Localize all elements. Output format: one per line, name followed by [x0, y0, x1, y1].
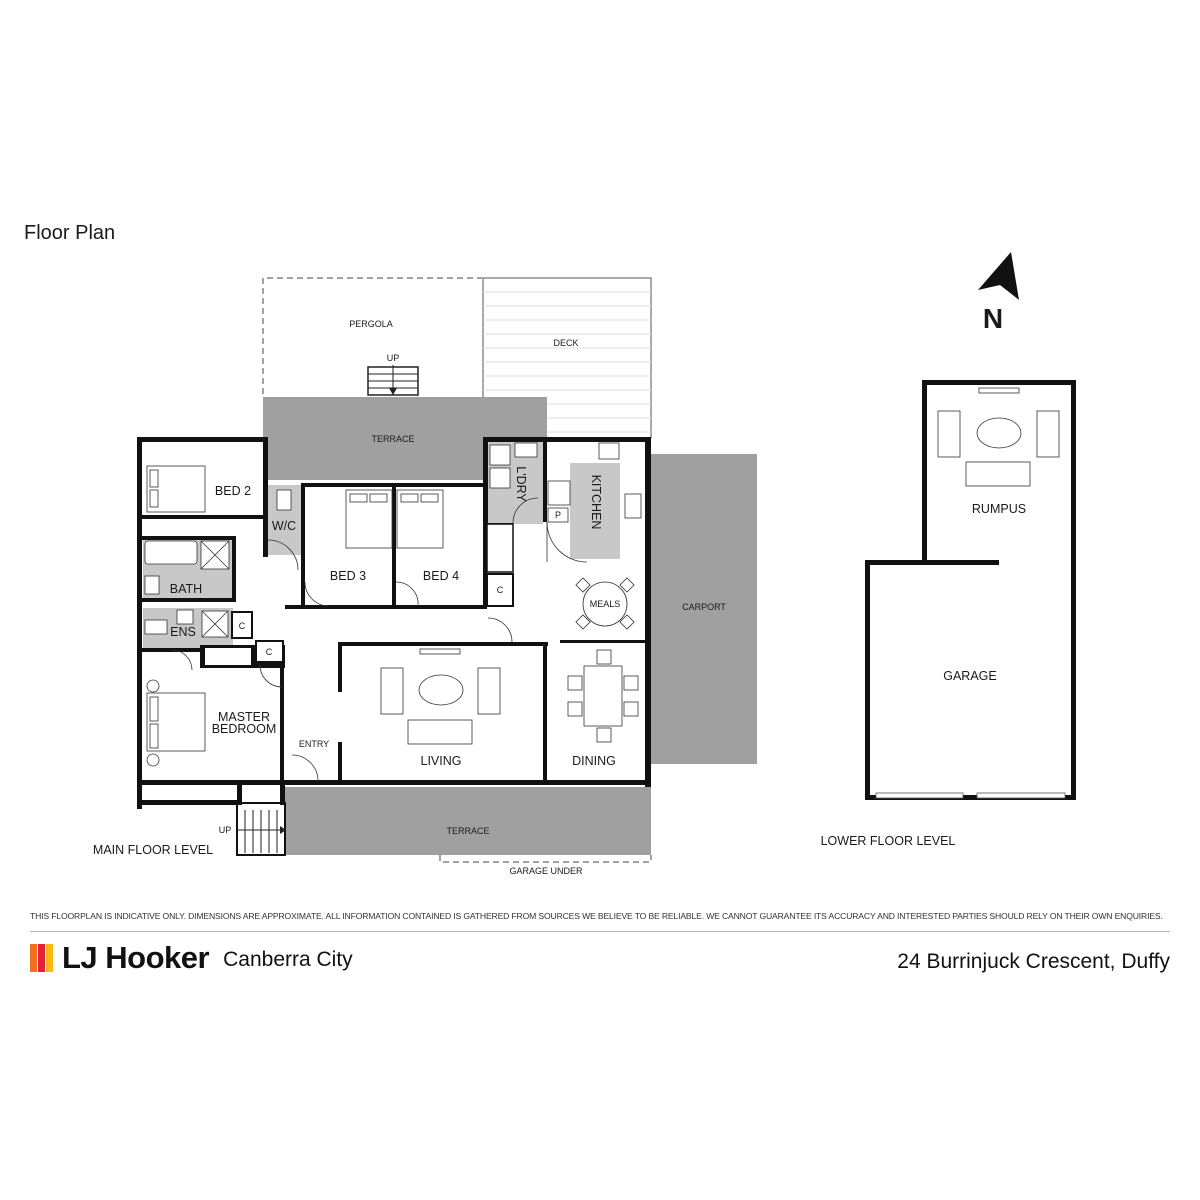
logo-bars-icon: [30, 944, 54, 972]
up-pergola-label: UP: [387, 353, 400, 363]
logo-bar: [46, 944, 53, 972]
kitchen-bench: [570, 463, 620, 559]
master-label-line2: BEDROOM: [212, 722, 277, 736]
terrace-front: [285, 787, 651, 855]
disclaimer-text: THIS FLOORPLAN IS INDICATIVE ONLY. DIMEN…: [30, 911, 1163, 921]
cupboard-ens-label: C: [239, 621, 246, 631]
lower-floor-level-label: LOWER FLOOR LEVEL: [821, 834, 956, 848]
garage-under-label: GARAGE UNDER: [509, 866, 583, 876]
garage-label: GARAGE: [943, 669, 997, 683]
logo-bar: [38, 944, 45, 972]
carport: [651, 454, 757, 764]
cupboard-hall-label: C: [266, 647, 273, 657]
north-arrow-icon: [978, 252, 1019, 300]
terrace-top-label: TERRACE: [371, 434, 414, 444]
page-title: Floor Plan: [24, 222, 116, 244]
floor-plan-diagram: PERGOLA UP DECK TERRACE BED 2 W/C BED 3 …: [93, 252, 1076, 876]
logo-bar: [30, 944, 37, 972]
office-name: Canberra City: [223, 948, 353, 971]
kitchen-fixtures: [546, 442, 642, 563]
bath-fixtures: [144, 540, 230, 595]
bed4-label: BED 4: [423, 569, 459, 583]
ens-fixtures: [144, 609, 229, 638]
living-furniture: [380, 648, 501, 745]
footer-divider: [30, 931, 1170, 932]
entry-label: ENTRY: [299, 739, 329, 749]
pergola-steps: [367, 365, 419, 396]
dining-label: DINING: [572, 754, 616, 768]
front-steps: [236, 802, 286, 856]
lower-floor-walls: [865, 380, 1076, 800]
living-label: LIVING: [421, 754, 462, 768]
laundry-fixtures: [489, 442, 538, 489]
kitchen-label: KITCHEN: [589, 475, 603, 530]
cupboard-laundry-label: C: [497, 585, 504, 595]
wc-label: W/C: [272, 519, 296, 533]
bed2-bed: [146, 465, 206, 513]
property-address: 24 Burrinjuck Crescent, Duffy: [897, 950, 1170, 973]
bed2-label: BED 2: [215, 484, 251, 498]
bath-label: BATH: [170, 582, 202, 596]
dining-table: [567, 649, 639, 743]
lj-hooker-logo: LJ Hooker Canberra City: [30, 938, 353, 978]
main-floor-level-label: MAIN FLOOR LEVEL: [93, 843, 213, 857]
up-front-label: UP: [219, 825, 232, 835]
bed3-label: BED 3: [330, 569, 366, 583]
bed4-bed: [396, 489, 444, 549]
brand-name: LJ Hooker: [62, 940, 210, 975]
rumpus-label: RUMPUS: [972, 502, 1026, 516]
pergola-label: PERGOLA: [349, 319, 393, 329]
meals-table: [575, 577, 635, 630]
compass-label: N: [983, 303, 1003, 334]
door-swings: [171, 497, 539, 782]
laundry-label: L'DRY: [514, 466, 528, 502]
pergola-outline: [262, 277, 482, 394]
master-bed: [146, 679, 206, 767]
deck-label: DECK: [553, 338, 578, 348]
bed3-bed: [345, 489, 393, 549]
garage-under-outline: [439, 855, 652, 863]
ens-label: ENS: [170, 625, 196, 639]
terrace-front-label: TERRACE: [446, 826, 489, 836]
wc-toilet: [276, 489, 292, 511]
meals-label: MEALS: [590, 599, 621, 609]
pantry-label: P: [555, 510, 561, 520]
carport-label: CARPORT: [682, 602, 726, 612]
master-label-line1: MASTER: [218, 710, 270, 724]
rumpus-furniture: [937, 387, 1060, 487]
